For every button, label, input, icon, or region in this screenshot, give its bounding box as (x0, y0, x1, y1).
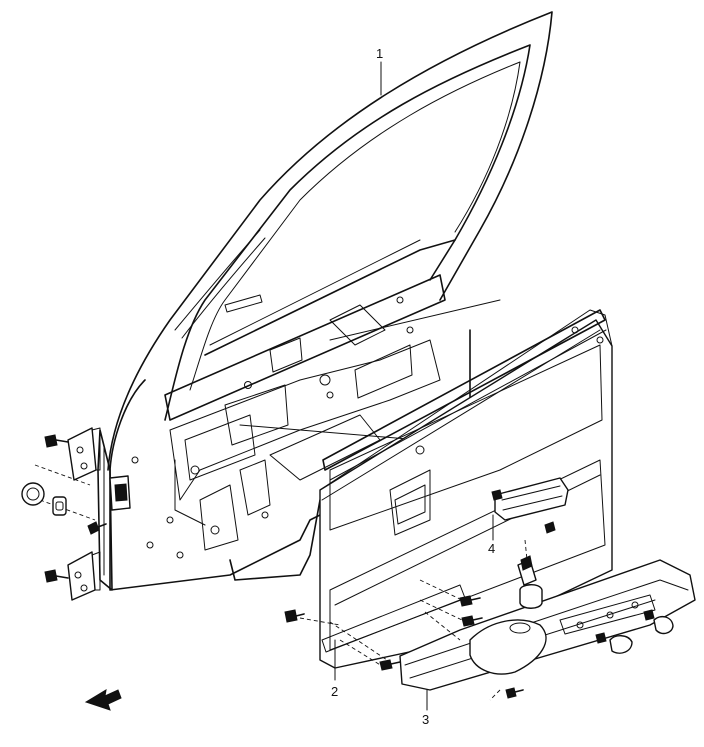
upper-hinge (67, 427, 101, 481)
screw-2 (459, 595, 481, 607)
front-arrow-icon (84, 689, 122, 711)
hinge-bolt-upper (44, 434, 69, 448)
lower-hinge (67, 551, 101, 601)
screw-6 (595, 632, 607, 644)
latch-screw (87, 521, 107, 535)
callout-3: 3 (422, 712, 429, 727)
door-grommet (21, 482, 45, 506)
mounting-bracket (517, 555, 543, 609)
inside-handle (491, 477, 569, 534)
screw-4 (379, 659, 401, 671)
armrest-cap-1 (609, 635, 633, 654)
rubber-cap (52, 496, 67, 516)
callout-1: 1 (376, 46, 383, 61)
screw-3 (461, 615, 483, 627)
screw-5 (505, 687, 524, 699)
door-shell (97, 11, 553, 591)
hinge-bolt-lower (44, 569, 69, 583)
callout-4: 4 (488, 541, 495, 556)
door-latch (109, 475, 131, 511)
armrest-cap-2 (653, 615, 674, 635)
door-hardware (21, 427, 131, 601)
screw-7 (643, 609, 655, 621)
screw-1 (284, 609, 305, 623)
callout-2: 2 (331, 684, 338, 699)
